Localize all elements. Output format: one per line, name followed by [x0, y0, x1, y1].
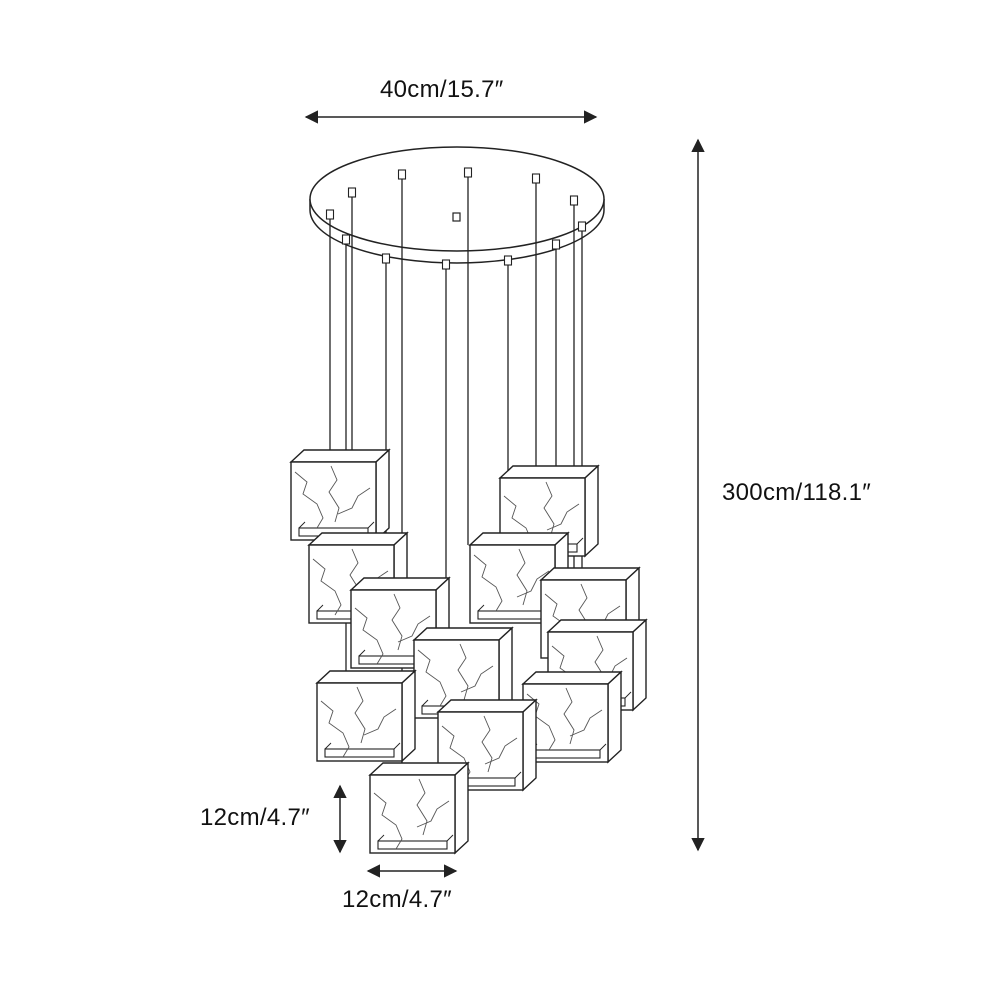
- marble-vein: [416, 778, 428, 836]
- canopy-diameter-label: 40cm/15.7″: [380, 76, 504, 103]
- marble-vein: [543, 481, 555, 539]
- cube-shade: [289, 448, 391, 542]
- marble-vein: [526, 693, 556, 751]
- cube-shade: [315, 669, 417, 763]
- cord-grip: [569, 195, 579, 206]
- pendant-cord: [463, 167, 473, 545]
- cord-grip: [381, 253, 391, 264]
- marble-vein: [416, 800, 450, 828]
- marble-vein: [417, 649, 447, 707]
- marble-vein: [373, 792, 403, 850]
- pendant-cord: [325, 209, 335, 462]
- marble-vein: [460, 665, 494, 693]
- marble-vein: [516, 570, 550, 598]
- marble-vein: [441, 725, 471, 783]
- shade-height-label: 12cm/4.7″: [200, 804, 310, 831]
- cord-grip: [347, 187, 357, 198]
- shade-width-label: 12cm/4.7″: [342, 886, 452, 913]
- cord-grip: [441, 259, 451, 270]
- marble-vein: [337, 487, 371, 515]
- cord-grip: [531, 173, 541, 184]
- marble-vein: [294, 471, 324, 529]
- marble-vein: [569, 709, 603, 737]
- marble-vein: [354, 607, 384, 665]
- pendant-cord: [503, 255, 513, 478]
- marble-vein: [481, 715, 493, 773]
- marble-vein: [363, 708, 397, 736]
- marble-vein: [320, 700, 350, 758]
- cord-grip: [325, 209, 335, 220]
- marble-vein: [516, 548, 528, 606]
- cord-grip: [551, 239, 561, 250]
- marble-vein: [546, 503, 580, 531]
- marble-vein: [354, 686, 366, 744]
- cord-grip: [577, 221, 587, 232]
- pendant-shades: [289, 448, 648, 855]
- pendant-cord: [569, 195, 579, 632]
- marble-vein: [457, 643, 469, 701]
- marble-vein: [312, 558, 342, 616]
- marble-vein: [328, 465, 340, 523]
- cube-shade: [521, 670, 623, 764]
- cube-shade: [412, 626, 514, 720]
- cord-grip: [397, 169, 407, 180]
- marble-vein: [473, 554, 503, 612]
- overall-height-label: 300cm/118.1″: [722, 479, 872, 506]
- cord-grip: [503, 255, 513, 266]
- cube-shade: [307, 531, 409, 625]
- marble-vein: [484, 737, 518, 765]
- cord-grip: [341, 234, 351, 245]
- cord-grip: [463, 167, 473, 178]
- cube-shade: [368, 761, 470, 855]
- ceiling-canopy: [309, 146, 605, 264]
- marble-vein: [397, 615, 431, 643]
